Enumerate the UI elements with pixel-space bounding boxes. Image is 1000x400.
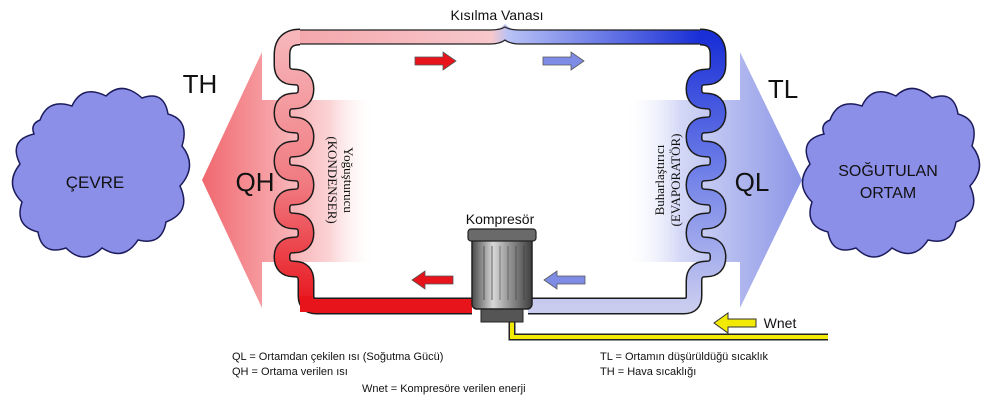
cooled-space-label-1: SOĞUTULAN [838, 161, 938, 180]
legend-ql: QL = Ortamdan çekilen ısı (Soğutma Gücü) [232, 351, 443, 363]
cooled-space-cloud [801, 87, 981, 258]
condenser-label-1: Yoğuşturucu [341, 147, 356, 213]
flow-arrow-top-right [542, 51, 585, 71]
cooled-space-label-2: ORTAM [860, 185, 916, 202]
wnet-label: Wnet [764, 315, 797, 331]
compressor [467, 228, 537, 323]
evaporator-label-2: (EVAPORATÖR) [668, 134, 683, 227]
ql-label: QL [735, 167, 770, 197]
flow-arrow-bottom-right [543, 270, 586, 290]
evaporator-label-1: Buharlaştırıcı [652, 144, 667, 215]
legend-tl: TL = Ortamın düşürüldüğü sıcaklık [600, 351, 769, 363]
ql-heat-arrow [628, 52, 802, 308]
condenser-label-2: (KONDENSER) [325, 136, 340, 223]
wnet-arrow [713, 312, 757, 334]
legend-qh: QH = Ortama verilen ısı [232, 366, 348, 378]
th-label: TH [183, 69, 218, 99]
legend-wnet: Wnet = Kompresöre verilen enerji [362, 383, 526, 395]
valve-label: Kısılma Vanası [450, 7, 543, 23]
top-pipe-outline [300, 26, 700, 45]
compressor-label: Kompresör [466, 211, 535, 227]
environment-label: ÇEVRE [66, 173, 125, 192]
flow-arrow-bottom-left [411, 270, 454, 290]
bottom-left-pipe [300, 296, 472, 312]
evaporator-coil [528, 28, 727, 315]
legend-th: TH = Hava sıcaklığı [600, 366, 696, 378]
flow-arrow-top-left [414, 51, 457, 71]
qh-label: QH [236, 167, 275, 197]
environment-cloud [11, 87, 191, 258]
tl-label: TL [768, 74, 798, 104]
top-pipe [293, 24, 707, 44]
condenser-coil [273, 28, 472, 315]
